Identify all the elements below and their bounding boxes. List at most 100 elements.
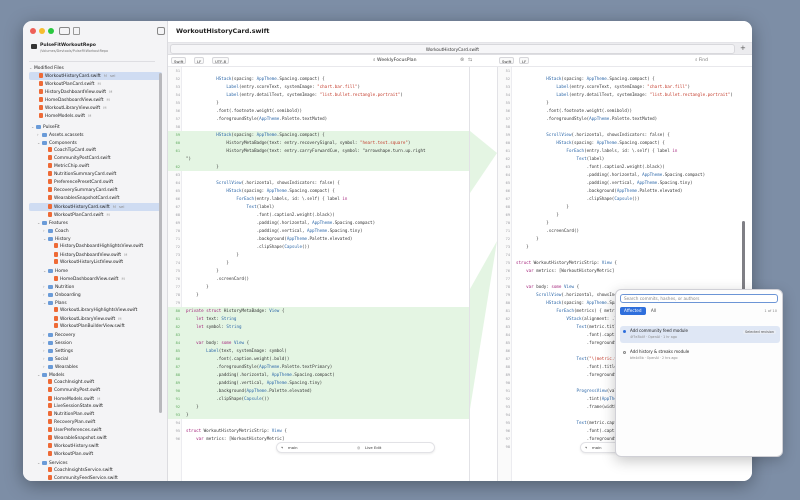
code-line[interactable]: 84 .font(.caption.weight( bbox=[498, 331, 752, 339]
left-mode[interactable]: Live Edit bbox=[365, 445, 382, 450]
code-line[interactable]: 62 Text(label) bbox=[498, 155, 752, 163]
code-line[interactable]: 57 .foregroundStyle(AppTheme.Palette.tex… bbox=[168, 115, 469, 123]
document-icon[interactable] bbox=[73, 27, 80, 35]
tree-file[interactable]: CoachInsightsService.swift bbox=[29, 467, 162, 475]
code-line[interactable]: 93} bbox=[168, 411, 469, 419]
code-line[interactable]: 71 .screenCard() bbox=[498, 227, 752, 235]
code-line[interactable]: 64 .padding(.horizontal, AppTheme.Spacin… bbox=[498, 171, 752, 179]
code-line[interactable]: 90 .background(AppTheme.Palette.elevated… bbox=[168, 387, 469, 395]
tree-folder[interactable]: ⌄Services bbox=[29, 459, 162, 467]
close-window-button[interactable] bbox=[30, 28, 36, 34]
editor-scrollbar[interactable] bbox=[742, 221, 745, 321]
tree-file[interactable]: UserPreferences.swift bbox=[29, 427, 162, 435]
code-line[interactable]: 61 HistoryMetaBadge(text: entry.carryFor… bbox=[168, 147, 469, 155]
code-line[interactable]: 68 .font(.caption2.weight(.black)) bbox=[168, 211, 469, 219]
language-select[interactable]: Swift bbox=[171, 57, 187, 64]
new-tab-button[interactable]: + bbox=[740, 44, 746, 52]
tree-file[interactable]: CoachTipCard.swift bbox=[29, 147, 162, 155]
tree-file[interactable]: WearableSnapshot.swift bbox=[29, 435, 162, 443]
tree-file[interactable]: CommunityFeedService.swift bbox=[29, 475, 162, 481]
code-line[interactable]: 56 .font(.footnote.weight(.semibold)) bbox=[168, 107, 469, 115]
tree-file[interactable]: NutritionPlan.swift bbox=[29, 411, 162, 419]
code-line[interactable]: 56 .font(.footnote.weight(.semibold)) bbox=[498, 107, 752, 115]
left-branch[interactable]: main bbox=[288, 445, 298, 450]
code-line[interactable]: 85 Label(text, systemImage: symbol) bbox=[168, 347, 469, 355]
tree-file[interactable]: WorkoutLibraryHighlightsView.swift bbox=[29, 307, 162, 315]
code-line[interactable]: 60 HistoryMetaBadge(text: entry.recovery… bbox=[168, 139, 469, 147]
tree-file[interactable]: NutritionSummaryCard.swift bbox=[29, 171, 162, 179]
code-line[interactable]: 57 .foregroundStyle(AppTheme.Palette.tex… bbox=[498, 115, 752, 123]
tree-folder[interactable]: ⌄PulseFit bbox=[29, 123, 162, 131]
sidebar-scrollbar[interactable] bbox=[159, 73, 162, 413]
code-line[interactable]: 74 } bbox=[168, 259, 469, 267]
panel-icon[interactable] bbox=[157, 27, 165, 35]
code-line[interactable]: 70 .padding(.vertical, AppTheme.Spacing.… bbox=[168, 227, 469, 235]
code-line[interactable]: 95 Text(metric.caption) bbox=[498, 419, 752, 427]
code-line[interactable]: 86 .font(.caption.weight(.bold)) bbox=[168, 355, 469, 363]
code-line[interactable]: 66 ForEach(entry.labels, id: \.self) { l… bbox=[168, 195, 469, 203]
swap-icon[interactable]: ⇆ bbox=[468, 57, 473, 63]
code-line[interactable]: 83 bbox=[168, 331, 469, 339]
code-line[interactable]: 55 } bbox=[168, 99, 469, 107]
code-line[interactable]: 77 bbox=[498, 275, 752, 283]
zoom-window-button[interactable] bbox=[48, 28, 54, 34]
code-line[interactable]: 88 .font(.title3.weight( bbox=[498, 363, 752, 371]
tree-file[interactable]: WorkoutPlanBuilderView.swift bbox=[29, 323, 162, 331]
symbol-search[interactable]: ⌕ WeeklyFocusPlan bbox=[373, 56, 417, 65]
code-line[interactable]: 96 var metrics: [WorkoutHistoryMetric] bbox=[168, 435, 469, 443]
line-ending-select[interactable]: LF bbox=[194, 57, 205, 64]
code-line[interactable]: 51 bbox=[168, 67, 469, 75]
tree-file[interactable]: LiveSessionState.swift bbox=[29, 403, 162, 411]
code-line[interactable]: 62 } bbox=[168, 163, 469, 171]
tree-file[interactable]: WearablesSnapshotCard.swift bbox=[29, 195, 162, 203]
right-branch[interactable]: main bbox=[592, 445, 602, 450]
tree-folder[interactable]: ⌄Models bbox=[29, 371, 162, 379]
code-line[interactable]: 58 bbox=[498, 123, 752, 131]
code-line[interactable]: 68 } bbox=[498, 203, 752, 211]
encoding-select[interactable]: UTF-8 bbox=[212, 57, 230, 64]
code-line[interactable]: 63 .font(.caption2.weight(.black)) bbox=[498, 163, 752, 171]
code-line[interactable]: 86 bbox=[498, 347, 752, 355]
code-line[interactable]: 81 let text: String bbox=[168, 315, 469, 323]
tree-file[interactable]: WorkoutHistory.swift bbox=[29, 443, 162, 451]
code-line[interactable]: 83 Text(metric.title) bbox=[498, 323, 752, 331]
right-language-select[interactable]: Swift bbox=[499, 57, 515, 64]
code-line[interactable]: 51 bbox=[498, 67, 752, 75]
code-line[interactable]: 73 } bbox=[168, 251, 469, 259]
code-line[interactable]: 61 ForEach(entry.labels, id: \.self) { l… bbox=[498, 147, 752, 155]
repo-header[interactable]: PulseFitWorkoutRepo /Volumes/Devtools/Pu… bbox=[31, 43, 161, 53]
modified-files-header[interactable]: ⌄Modified Files bbox=[29, 64, 162, 72]
code-line[interactable]: 84 var body: some View { bbox=[168, 339, 469, 347]
tree-folder[interactable]: ⌄Components bbox=[29, 139, 162, 147]
code-line[interactable]: 79 bbox=[168, 299, 469, 307]
code-line[interactable]: 76 .screenCard() bbox=[168, 275, 469, 283]
tree-folder[interactable]: ›Nutrition bbox=[29, 283, 162, 291]
tree-folder[interactable]: ›Wearables bbox=[29, 363, 162, 371]
tree-folder[interactable]: ⌄Features bbox=[29, 219, 162, 227]
code-line[interactable]: 92 } bbox=[168, 403, 469, 411]
code-line[interactable]: 63 bbox=[168, 171, 469, 179]
minimize-window-button[interactable] bbox=[39, 28, 45, 34]
tree-file[interactable]: RecoveryPlan.swift bbox=[29, 419, 162, 427]
code-line[interactable]: 97 .foregroundStyle( bbox=[498, 435, 752, 443]
code-line[interactable]: 70 } bbox=[498, 219, 752, 227]
commit-item[interactable]: Add community feed module 4f7e3b4f · Ope… bbox=[620, 326, 780, 343]
tree-file[interactable]: WorkoutPlan.swift bbox=[29, 451, 162, 459]
code-line[interactable]: 55 } bbox=[498, 99, 752, 107]
code-line[interactable]: 72 .clipShape(Capsule()) bbox=[168, 243, 469, 251]
tree-folder[interactable]: ⌄Plans bbox=[29, 299, 162, 307]
